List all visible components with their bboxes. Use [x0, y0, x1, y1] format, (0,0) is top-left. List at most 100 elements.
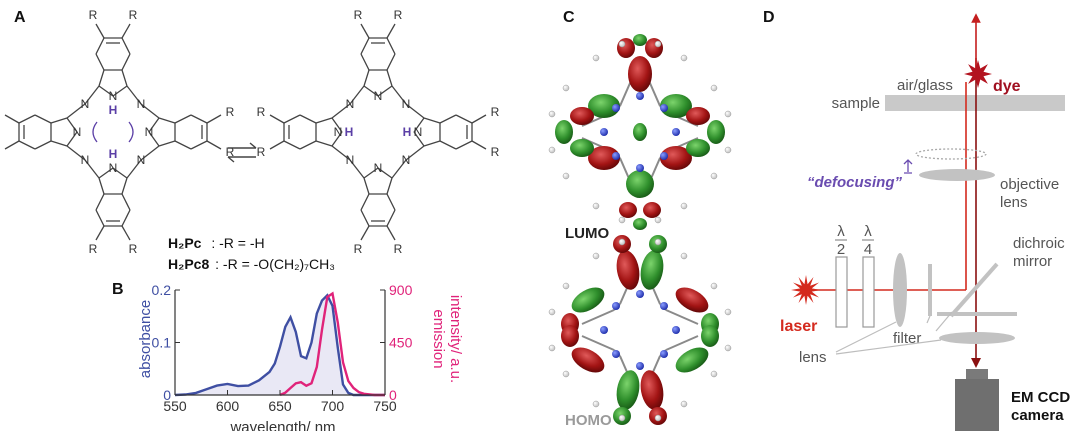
panel-label-a: A: [14, 9, 26, 26]
hydrogen-atom: [724, 308, 732, 316]
hydrogen-atom: [562, 282, 570, 290]
pyrrole-bond: [98, 167, 114, 179]
benzo-bond: [299, 114, 317, 124]
meso-nitrogen: N: [346, 97, 355, 111]
orbital-lobe-negative: [616, 250, 640, 290]
orbital-lobe-negative: [628, 56, 652, 92]
meso-bond: [331, 145, 351, 161]
inner-hydrogen: H: [109, 103, 118, 117]
orbital-lobe-positive: [675, 347, 709, 373]
substituent-bond: [206, 114, 222, 124]
hydrogen-atom: [592, 202, 600, 210]
lumo-orbital-plot: [548, 34, 732, 230]
benzo-bond: [18, 114, 36, 124]
meso-bond: [331, 103, 351, 119]
meso-bond: [349, 159, 365, 179]
homo-orbital-plot: [548, 235, 732, 425]
pyrrole-bond: [423, 117, 441, 124]
orbital-lobe-negative: [571, 347, 605, 373]
quarter-wave-plate: [862, 256, 875, 328]
benzo-bond: [95, 209, 105, 227]
x-tick-label: 550: [163, 398, 187, 414]
laser-star-icon: [791, 275, 821, 305]
benzo-bond: [95, 193, 105, 211]
pyrrole-bond: [386, 177, 393, 195]
panel-label-d: D: [763, 9, 775, 26]
substituent-r: R: [354, 242, 363, 256]
benzo-bond: [360, 193, 370, 211]
hydrogen-atom: [680, 252, 688, 260]
pyrrole-bond: [413, 131, 425, 147]
benzo-bond: [174, 140, 192, 150]
pyrrole-bond: [331, 117, 343, 133]
y-left-tick-label: 0.1: [152, 335, 172, 351]
molecular-bond: [665, 309, 699, 325]
filter-label: filter: [893, 330, 921, 347]
absorbance-area: [175, 295, 385, 395]
substituent-bond: [360, 225, 370, 241]
y-left-tick-label: 0.2: [152, 282, 172, 298]
pyrrole-bond: [98, 69, 105, 87]
pyrrole-bond: [363, 85, 379, 97]
dye-label: dye: [993, 78, 1021, 95]
pyrrole-bond: [315, 117, 333, 124]
hydrogen-atom: [592, 400, 600, 408]
objective-label-line1: objective: [1000, 176, 1059, 193]
nitrogen-atom: [660, 302, 668, 310]
lens-leader-2: [835, 339, 942, 355]
pyrrole-nitrogen: N: [374, 161, 383, 175]
orbital-lobe-negative: [640, 370, 664, 410]
hydrogen-atom: [710, 282, 718, 290]
pyrrole-bond: [66, 131, 78, 147]
benzo-bond: [283, 140, 301, 150]
meso-nitrogen: N: [137, 97, 146, 111]
orbital-lobe-negative: [660, 146, 692, 170]
benzo-bond: [360, 37, 370, 55]
sample-slab: [885, 95, 1065, 111]
substituent-r: R: [354, 8, 363, 22]
hydrogen-atom: [654, 238, 662, 246]
molecular-bond: [581, 335, 615, 351]
meso-bond: [391, 159, 407, 179]
tautomer-arrow: [128, 121, 134, 143]
benzo-bond: [190, 140, 208, 150]
substituent-r: R: [129, 8, 138, 22]
pyrrole-bond: [377, 167, 393, 179]
hydrogen-atom: [724, 146, 732, 154]
svg-text:H₂Pc8 : -R = -O(CH₂)₇CH₃: H₂Pc8 : -R = -O(CH₂)₇CH₃: [168, 256, 335, 272]
camera-mount: [966, 369, 988, 379]
meso-bond: [126, 85, 142, 105]
benzo-bond: [386, 193, 396, 211]
substituent-r: R: [491, 145, 500, 159]
pyrrole-nitrogen: N: [374, 89, 383, 103]
pyrrole-nitrogen: N: [414, 125, 423, 139]
benzo-bond: [34, 140, 52, 150]
orbital-lobe-negative: [561, 325, 579, 347]
meso-bond: [84, 85, 100, 105]
hydrogen-atom: [562, 84, 570, 92]
hydrogen-atom: [680, 400, 688, 408]
substituent-r: R: [257, 145, 266, 159]
orbital-lobe-negative: [686, 107, 710, 125]
pyrrole-bond: [413, 117, 425, 133]
x-tick-label: 700: [321, 398, 345, 414]
benzo-bond: [360, 209, 370, 227]
y-right-tick-label: 0: [389, 387, 397, 403]
excitation-filter: [928, 264, 932, 316]
orbital-lobe-positive: [633, 218, 647, 230]
benzo-bond: [121, 193, 131, 211]
pyrrole-bond: [363, 177, 370, 195]
substituent-bond: [269, 140, 285, 150]
orbital-lobe-positive: [707, 120, 725, 144]
hydrogen-atom: [562, 370, 570, 378]
hydrogen-atom: [710, 84, 718, 92]
orbital-lobe-positive: [660, 94, 692, 118]
substituent-r: R: [257, 105, 266, 119]
benzo-bond: [121, 37, 131, 55]
orbital-lobe-positive: [570, 139, 594, 157]
hydrogen-atom: [710, 172, 718, 180]
benzo-bond: [386, 37, 396, 55]
meso-nitrogen: N: [81, 97, 90, 111]
hydrogen-atom: [654, 216, 662, 224]
